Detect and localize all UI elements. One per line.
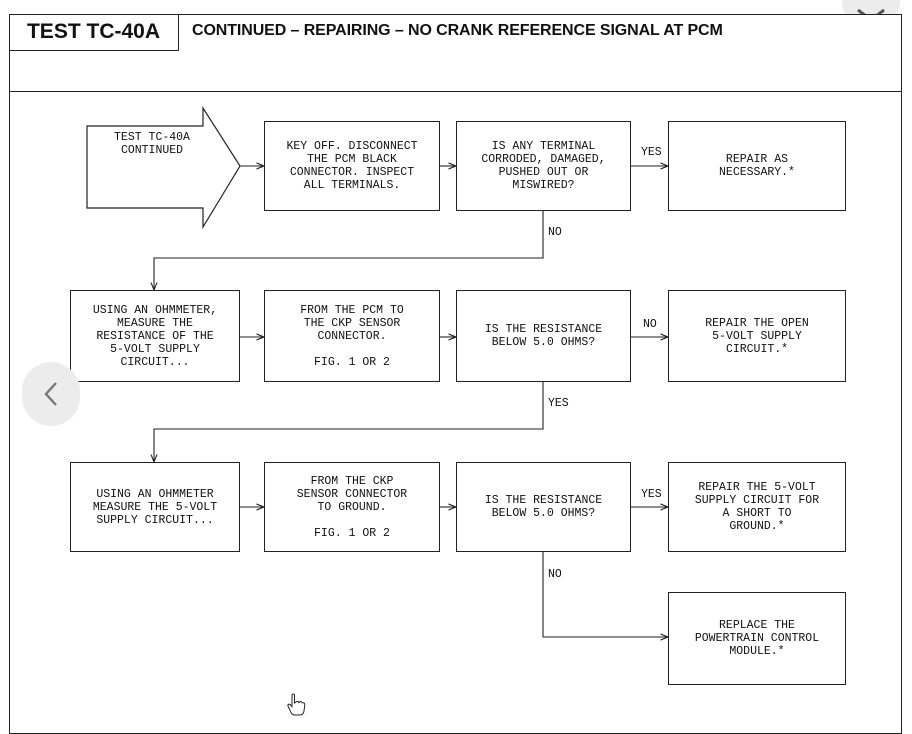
no-label: NO [643,318,657,331]
start-block-arrow [86,105,241,230]
chevron-left-icon [44,382,57,406]
header-row [9,14,902,92]
yes-label: YES [548,397,569,410]
no-label: NO [548,568,562,581]
yes-label: YES [641,146,662,159]
start-label: TEST TC-40A CONTINUED [114,131,190,157]
test-id: TEST TC-40A [9,14,179,51]
result-repair-as-necessary: REPAIR AS NECESSARY.* [668,121,846,211]
no-label: NO [548,226,562,239]
question-resistance-short: IS THE RESISTANCE BELOW 5.0 OHMS? [456,462,631,552]
result-repair-short-to-ground: REPAIR THE 5-VOLT SUPPLY CIRCUIT FOR A S… [668,462,846,552]
page-title: CONTINUED – REPAIRING – NO CRANK REFEREN… [192,22,723,39]
step-inspect-terminals: KEY OFF. DISCONNECT THE PCM BLACK CONNEC… [264,121,440,211]
previous-button[interactable] [22,362,80,426]
step-measure-supply-ground: USING AN OHMMETER MEASURE THE 5-VOLT SUP… [70,462,240,552]
question-resistance-open: IS THE RESISTANCE BELOW 5.0 OHMS? [456,290,631,382]
hand-pointer-icon [286,693,306,722]
result-replace-pcm: REPLACE THE POWERTRAIN CONTROL MODULE.* [668,592,846,685]
step-ckp-to-ground: FROM THE CKP SENSOR CONNECTOR TO GROUND.… [264,462,440,552]
yes-label: YES [641,488,662,501]
question-terminal-damage: IS ANY TERMINAL CORRODED, DAMAGED, PUSHE… [456,121,631,211]
step-pcm-to-ckp: FROM THE PCM TO THE CKP SENSOR CONNECTOR… [264,290,440,382]
result-repair-open-circuit: REPAIR THE OPEN 5-VOLT SUPPLY CIRCUIT.* [668,290,846,382]
step-measure-supply-resistance: USING AN OHMMETER, MEASURE THE RESISTANC… [70,290,240,382]
flow-connectors [86,105,668,718]
